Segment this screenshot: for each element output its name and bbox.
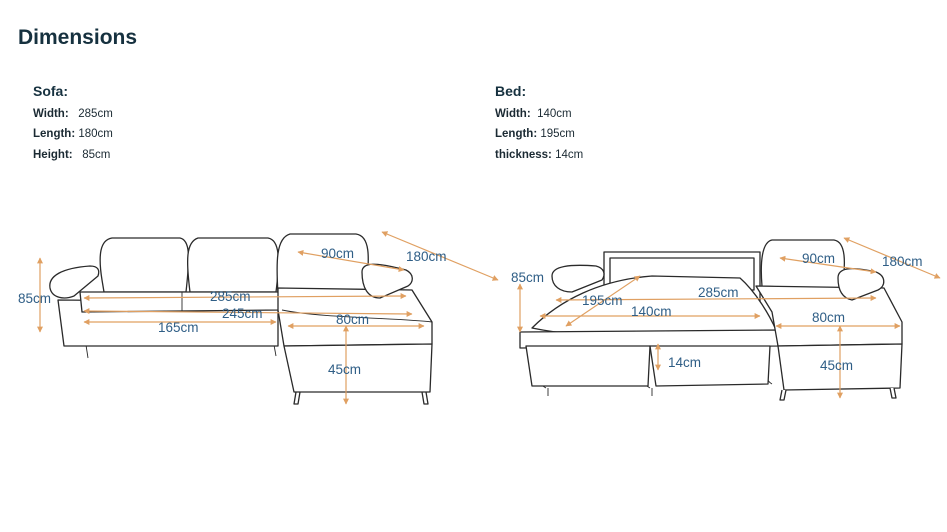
sofa-dimension-labels: 85cm 285cm 180cm 90cm 245cm 165cm 80cm 4… [18, 246, 447, 377]
spec-value: 285cm [78, 107, 113, 120]
bed-overall-label: 285cm [698, 285, 739, 300]
sofa-back-cushion [186, 237, 280, 293]
sofa-left-armrest [49, 265, 100, 299]
sofa-heading: Sofa: [33, 83, 68, 99]
bed-length-row: Length: 195cm [495, 124, 583, 145]
sofa-leg [293, 391, 301, 405]
bed-leg [779, 389, 787, 401]
bed-thickness-label: 14cm [668, 355, 701, 370]
sofa-width-label: 285cm [210, 289, 251, 304]
sofa-armrest-label: 90cm [321, 246, 354, 261]
bed-chaise-length-label: 180cm [882, 254, 923, 269]
spec-value: 14cm [555, 148, 584, 161]
spec-label: Height: [33, 148, 73, 161]
bed-base-left [525, 345, 651, 387]
bed-seat-height-label: 45cm [820, 358, 853, 373]
sofa-height-row: Height: 85cm [33, 145, 113, 166]
bed-armrest-label: 90cm [802, 251, 835, 266]
sofa-length-row: Length: 180cm [33, 124, 113, 145]
spec-value: 195cm [540, 128, 575, 140]
sofa-leg [273, 344, 277, 357]
sofa-seat-height-label: 45cm [328, 362, 361, 377]
bed-heading: Bed: [495, 83, 527, 99]
bed-thickness-row: thickness: 14cm [495, 145, 583, 166]
sofa-dimension-lines [37, 231, 499, 405]
bed-length-label: 195cm [582, 293, 623, 308]
spec-label: Length: [495, 128, 538, 140]
spec-value: 140cm [537, 107, 572, 120]
sofa-seat-main-label: 165cm [158, 320, 199, 335]
sofa-leg [85, 344, 89, 359]
spec-label: Width: [495, 107, 531, 120]
spec-value: 85cm [82, 148, 111, 161]
sofa-length-label: 180cm [406, 249, 447, 264]
bed-frame [519, 329, 779, 349]
bed-illustration [519, 239, 903, 401]
bed-dimension-labels: 85cm 195cm 140cm 285cm 14cm 180cm 90cm 8… [511, 251, 923, 373]
sofa-back-cushion [99, 237, 190, 293]
bed-chaise-label: 80cm [812, 310, 845, 325]
bed-width-label: 140cm [631, 304, 672, 319]
sofa-leg [421, 391, 429, 405]
sofa-back-cushion [276, 233, 369, 295]
bed-base-right [649, 345, 771, 387]
bed-spec-list: Bed: Width: 140cm Length: 195cm thicknes… [495, 81, 583, 165]
sofa-width-row: Width: 285cm [33, 104, 113, 125]
spec-label: Length: [33, 128, 76, 140]
sofa-seat-full-label: 245cm [222, 306, 263, 321]
bed-leg [889, 387, 897, 399]
bed-width-row: Width: 140cm [495, 104, 583, 125]
bed-dimension-lines [517, 237, 941, 399]
spec-label: Width: [33, 107, 69, 120]
sofa-height-label: 85cm [18, 291, 51, 306]
page-title: Dimensions [18, 26, 138, 49]
sofa-chaise-label: 80cm [336, 312, 369, 327]
spec-value: 180cm [78, 128, 113, 140]
sofa-spec-list: Sofa: Width: 285cm Length: 180cm Height:… [33, 81, 113, 165]
bed-height-label: 85cm [511, 270, 544, 285]
sofa-chaise-base [283, 343, 433, 393]
spec-label: thickness: [495, 148, 552, 161]
